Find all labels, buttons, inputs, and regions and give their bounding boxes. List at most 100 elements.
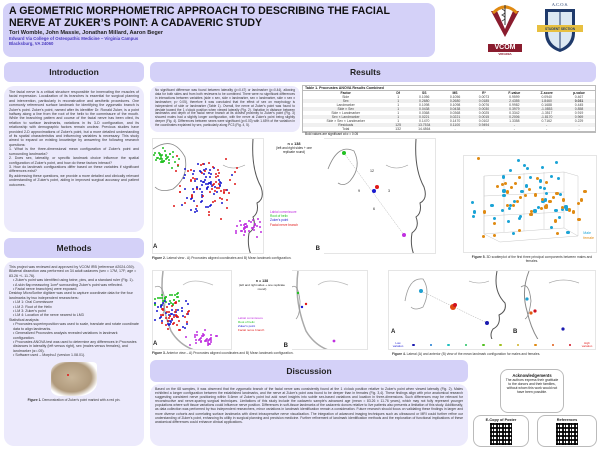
scale-low-label: Low variation bbox=[392, 341, 404, 348]
scatter-point bbox=[207, 172, 210, 175]
scatter-point bbox=[178, 328, 181, 331]
scatter-point bbox=[159, 305, 162, 308]
scatter-point bbox=[542, 186, 546, 191]
methods-item: • A skin flap measuring 1cm² surrounding… bbox=[13, 282, 123, 287]
scatter-point bbox=[178, 300, 181, 303]
scatter-point bbox=[209, 172, 212, 175]
table-cell: 125 bbox=[388, 123, 408, 127]
scatter-point bbox=[176, 315, 179, 318]
scatter-point bbox=[544, 191, 548, 195]
table-cell: 0.3342 bbox=[509, 111, 520, 115]
scatter-point bbox=[259, 225, 262, 228]
scatter-point bbox=[176, 292, 179, 295]
red-pin-marker bbox=[67, 373, 69, 376]
table-cell: - bbox=[483, 127, 485, 131]
poster-title-line2: NERVE AT ZUKER’S POINT: A CADAVERIC STUD… bbox=[9, 16, 263, 29]
scatter-point bbox=[173, 161, 176, 164]
references-qr-code-icon[interactable] bbox=[556, 423, 578, 445]
scatter-point bbox=[205, 188, 208, 191]
ecopy-qr-box[interactable]: E-Copy of Poster bbox=[473, 415, 529, 447]
scatter-point bbox=[201, 193, 204, 196]
references-qr-box[interactable]: References bbox=[537, 415, 597, 447]
scatter-point bbox=[214, 189, 217, 192]
scatter-point bbox=[184, 300, 187, 303]
scatter-point bbox=[171, 308, 174, 311]
scale-dot bbox=[482, 343, 485, 347]
scatter-point bbox=[172, 323, 175, 326]
scatter-point bbox=[247, 229, 250, 232]
scatter-point bbox=[168, 311, 171, 314]
scatter-point bbox=[162, 302, 165, 305]
legend-male: Male bbox=[583, 231, 591, 235]
table-cell: 1.8460 bbox=[530, 99, 564, 103]
scatter-point bbox=[177, 157, 180, 160]
scale-dot bbox=[499, 343, 502, 347]
scatter-point bbox=[157, 151, 160, 154]
scatter-point bbox=[174, 302, 177, 305]
scatter-point bbox=[161, 160, 164, 163]
table-cell: 0.0368 bbox=[449, 111, 461, 115]
table-cell: -1.8170 bbox=[530, 115, 564, 119]
methods-item: • Zuker's point was identified using twi… bbox=[13, 278, 134, 283]
scatter-point bbox=[205, 338, 208, 341]
scatter-point bbox=[210, 341, 213, 344]
table-cell: 0.2006 bbox=[498, 115, 531, 119]
scatter-point bbox=[516, 158, 521, 162]
scale-dot bbox=[568, 343, 572, 347]
scatter-point bbox=[233, 170, 236, 173]
scatter-point bbox=[187, 169, 190, 172]
scatter-point bbox=[208, 205, 211, 208]
legend-facial-nerve-branch: Facial nerve branch bbox=[270, 222, 298, 227]
scatter-point bbox=[223, 192, 226, 195]
scale-dot bbox=[412, 343, 415, 347]
figure3-caption: Figure 3. Anterior view – A) Procrustes … bbox=[152, 351, 294, 355]
scatter-point bbox=[239, 219, 242, 222]
scatter-point bbox=[200, 335, 203, 338]
ecopy-qr-code-icon[interactable] bbox=[490, 423, 512, 445]
scatter-point bbox=[518, 217, 522, 221]
scatter-point bbox=[226, 206, 229, 209]
scatter-point bbox=[506, 219, 510, 224]
scatter-point bbox=[207, 183, 210, 186]
figure1-caption: Figure 1. Demonstration of Zuker's point… bbox=[27, 397, 121, 402]
references-label: References bbox=[556, 418, 578, 422]
scatter-point bbox=[180, 309, 183, 312]
scatter-point bbox=[181, 326, 184, 329]
authors: Tori Womble, John Massie, Jonathan Milla… bbox=[9, 30, 164, 36]
scatter-point bbox=[198, 339, 201, 342]
scatter-point bbox=[541, 197, 545, 201]
table-cell: 0.3979 bbox=[498, 107, 531, 111]
scatter-point bbox=[204, 329, 207, 332]
scatter-point bbox=[186, 322, 189, 325]
table-cell: 0.0015 bbox=[469, 115, 499, 119]
fig4-panel-a-label: A bbox=[391, 329, 396, 335]
col-header: Factor bbox=[303, 91, 389, 95]
scatter-point bbox=[200, 340, 203, 343]
scatter-point bbox=[493, 216, 497, 220]
scale-dots bbox=[405, 343, 579, 347]
scatter-point bbox=[209, 339, 212, 342]
scatter-point bbox=[518, 214, 523, 218]
vcom-v-emblem-icon bbox=[491, 5, 519, 37]
table-cell: - bbox=[563, 123, 595, 127]
scatter-point bbox=[580, 199, 584, 203]
scatter-point bbox=[186, 320, 189, 323]
acknowledgements-heading: Acknowledgements bbox=[512, 373, 552, 378]
scatter-point bbox=[173, 299, 176, 302]
scatter-point bbox=[199, 179, 202, 182]
scatter-point bbox=[175, 293, 178, 296]
scatter-point bbox=[526, 166, 530, 170]
table-cell: 2.4355 bbox=[498, 99, 531, 103]
scatter-point bbox=[167, 161, 170, 164]
scatter-point bbox=[185, 197, 188, 200]
scatter-point bbox=[168, 323, 171, 326]
fig2-legend: Labial commissure Root of helix Zuker's … bbox=[270, 210, 298, 227]
methods-item: • LM 1: Oral Commissure bbox=[13, 300, 54, 305]
scatter-point bbox=[171, 312, 174, 315]
svg-text:STUDENT SECTION: STUDENT SECTION bbox=[545, 27, 576, 31]
scatter-point bbox=[196, 188, 199, 191]
scatter-point bbox=[252, 229, 255, 232]
scatter-point bbox=[530, 210, 534, 214]
scatter-point bbox=[190, 197, 193, 200]
scatter-point bbox=[189, 343, 192, 346]
